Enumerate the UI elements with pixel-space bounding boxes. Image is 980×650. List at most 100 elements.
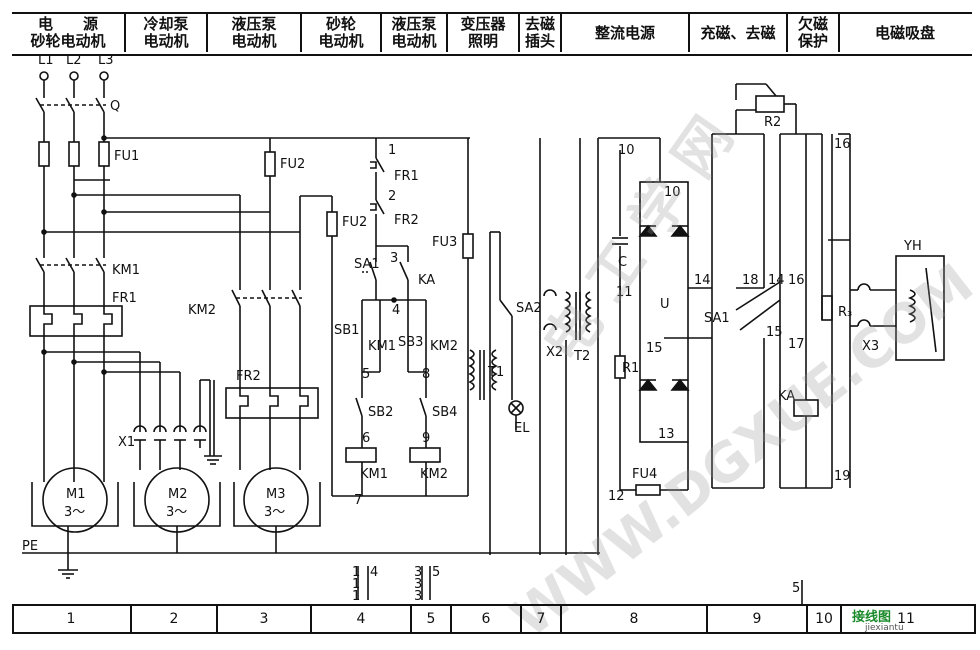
node-10b: 10 [664,185,681,200]
header-cell-11: 电磁吸盘 [874,23,935,42]
ref-col5-num: 5 [432,565,440,580]
header-cell-2: 冷却泵 电动机 [126,14,208,52]
km2-coil-label: KM2 [420,467,448,482]
footer-cell-10: 10 [808,606,842,632]
ref-col4-b: 1 [352,577,360,592]
sb2-label: SB2 [368,405,393,420]
header-cell-10: 欠磁 保护 [788,14,840,52]
yh-label: YH [903,239,922,254]
c-label: C [618,255,627,270]
ref-col4-a: 1 [352,565,360,580]
ka-coil-label: KA [778,389,795,404]
fu2-mid-label: FU2 [342,215,367,230]
r2-label: R2 [764,115,781,130]
km2-aux-label: KM2 [430,339,458,354]
m3-label: M3 [266,487,286,502]
sa1b-label: SA1 [704,311,730,326]
node-16a: 16 [788,273,805,288]
q-label: Q [110,99,120,114]
site-logo-sub: jiexiantu [865,623,904,633]
ref-col5-a: 3 [414,565,422,580]
m2-label: M2 [168,487,188,502]
footer-cell-8: 8 [562,606,708,632]
node-3: 3 [390,251,398,266]
header-cell-1: 电 源 砂轮电动机 [12,14,126,52]
phase-l1: L1 [38,53,54,68]
m1-motor [42,467,108,533]
node-11: 11 [616,285,633,300]
x1-connector [133,425,207,470]
footer-cell-2: 2 [132,606,218,632]
site-logo: 接线图 [852,610,892,625]
node-8: 8 [422,367,430,382]
node-13: 13 [658,427,675,442]
yh-electromagnetic-chuck [895,255,945,361]
column-number-row [12,604,976,634]
fr1-thermal-relay [29,305,123,337]
ref-col4-num: 4 [370,565,378,580]
phase-l3: L3 [98,53,114,68]
phase-l2: L2 [66,53,82,68]
footer-cell-5: 5 [412,606,452,632]
x3-label: X3 [862,339,879,354]
r1-label: R1 [622,361,639,376]
ctrl-fr2-label: FR2 [394,213,419,228]
el-label: EL [514,421,530,436]
ref-col5-b: 3 [414,577,422,592]
fu2-top-label: FU2 [280,157,305,172]
node-10a: 10 [618,143,635,158]
footer-cell-6: 6 [452,606,522,632]
r3-label: R₃ [838,305,852,320]
node-12: 12 [608,489,625,504]
header-cell-3: 液压泵 电动机 [208,14,302,52]
km1-main-contacts [35,257,106,306]
node-2: 2 [388,189,396,204]
node-14a: 14 [694,273,711,288]
fr2-thermal-relay [225,387,319,419]
km1-coil-label: KM1 [360,467,388,482]
sb4-label: SB4 [432,405,457,420]
node-4: 4 [392,303,400,318]
fr2-label: FR2 [236,369,261,384]
m2-phase: 3～ [166,505,187,520]
footer-cell-7: 7 [522,606,562,632]
km2-main-label: KM2 [188,303,216,318]
node-14b: 14 [768,273,785,288]
node-16b: 16 [834,137,851,152]
node-5: 5 [362,367,370,382]
x1-label: X1 [118,435,135,450]
footer-cell-11: 11 [897,611,915,627]
footer-cell-1: 1 [12,606,132,632]
footer-cell-3: 3 [218,606,312,632]
footer-cell-9: 9 [708,606,808,632]
sa1-label: SA1 [354,257,380,272]
header-cell-5: 液压泵 电动机 [382,14,448,52]
km1-coil [345,447,377,463]
u-label: U [660,297,670,312]
ref-col10-num: 5 [792,581,800,596]
t2-label: T2 [573,349,590,364]
fu3-label: FU3 [432,235,457,250]
footer-cell-4: 4 [312,606,412,632]
fu1-label: FU1 [114,149,139,164]
m1-phase: 3～ [64,505,85,520]
km1-label: KM1 [112,263,140,278]
sb1-label: SB1 [334,323,359,338]
sb3-label: SB3 [398,335,423,350]
fu4-label: FU4 [632,467,657,482]
node-7: 7 [354,493,362,508]
x2-label: X2 [546,345,563,360]
ref-col5-c: 3 [414,589,422,604]
pe-label: PE [22,539,38,554]
rectifier-bridge-u [639,181,689,443]
node-15b: 15 [766,325,783,340]
header-cell-4: 砂轮 电动机 [302,14,382,52]
node-17: 17 [788,337,805,352]
node-1: 1 [388,143,396,158]
m3-phase: 3～ [264,505,285,520]
km1-aux-label: KM1 [368,339,396,354]
t1-label: T1 [487,365,504,380]
node-18: 18 [742,273,759,288]
